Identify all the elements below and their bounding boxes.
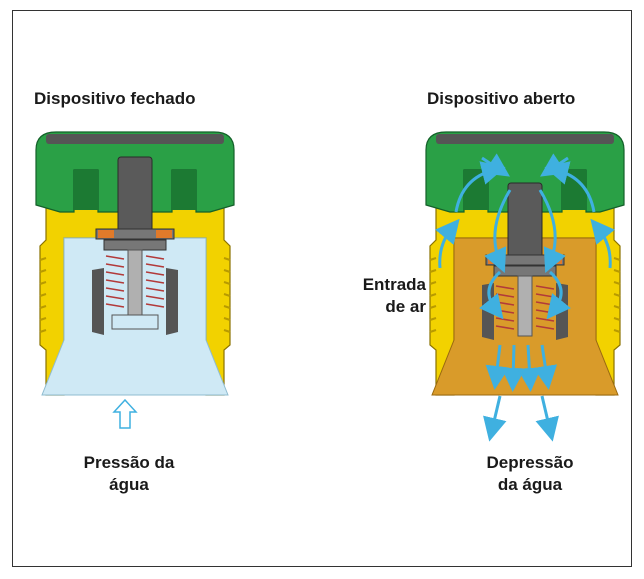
water-pressure-arrow [112,398,138,429]
water-pressure-caption-line1: Pressão da [83,453,175,472]
closed-device-springs [92,255,178,335]
water-pressure-caption-line2: água [109,475,149,494]
closed-device-illustration [35,131,235,429]
air-flow-arrows [435,153,615,320]
closed-device-title: Dispositivo fechado [34,89,196,108]
air-inlet-label-line1: Entrada [362,275,426,294]
water-depression-caption-line2: da água [497,475,563,494]
open-device-illustration [425,131,625,442]
air-inlet-label-line2: de ar [385,297,426,316]
water-depression-caption-line1: Depressão [486,453,574,472]
open-device-cap [425,131,625,213]
closed-device-stem [95,156,175,330]
water-outflow-arrows [483,344,559,442]
open-device-title: Dispositivo aberto [427,89,576,108]
